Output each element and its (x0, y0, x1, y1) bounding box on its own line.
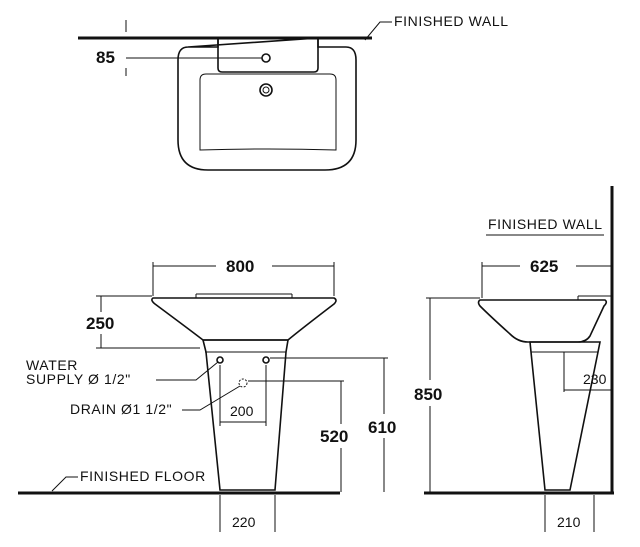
finished-wall-top-label: FINISHED WALL (394, 13, 509, 29)
dim-200-text: 200 (230, 403, 254, 419)
drain-label: DRAIN Ø1 1/2" (70, 401, 172, 417)
dim-625-text: 625 (530, 257, 558, 276)
dim-520-text: 520 (320, 427, 348, 446)
dim-210-text: 210 (557, 514, 581, 530)
top-drain-inner (262, 86, 270, 94)
water-supply-leader (156, 361, 219, 381)
dim-850-text: 850 (414, 385, 442, 404)
top-drain-outer (259, 83, 273, 97)
dim-800-text: 800 (226, 257, 254, 276)
front-basin-body (151, 297, 337, 341)
finished-wall-side-label: FINISHED WALL (488, 216, 603, 232)
floor-leader (51, 476, 78, 492)
dim-610-text: 610 (368, 418, 396, 437)
dim-85-text: 85 (96, 48, 115, 67)
top-tap-deck (217, 38, 319, 73)
side-pedestal (529, 341, 601, 491)
top-tap-hole (261, 53, 271, 63)
dim-230-text: 230 (583, 371, 607, 387)
water-supply-label-2: SUPPLY Ø 1/2" (26, 371, 131, 387)
drain-leader (182, 385, 241, 411)
dim-250-text: 250 (86, 314, 114, 333)
drain-hole (238, 378, 248, 388)
dim-220-text: 220 (232, 514, 256, 530)
supply-hole-left (216, 356, 224, 364)
top-wall-leader (364, 21, 392, 41)
top-bowl-inner (199, 73, 337, 151)
supply-hole-right (262, 356, 270, 364)
water-supply-label-1: WATER (26, 357, 78, 373)
finished-floor-label: FINISHED FLOOR (80, 468, 206, 484)
side-basin-body (477, 299, 608, 343)
